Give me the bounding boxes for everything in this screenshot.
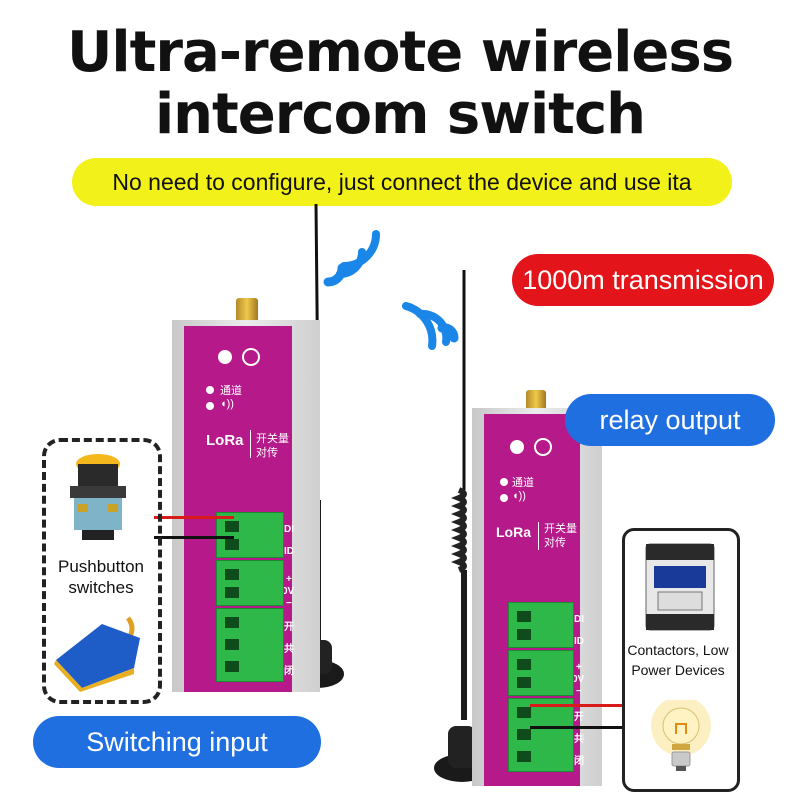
function-line1: 开关量 [544,523,577,535]
terminal-label-0v: 0V [282,586,295,597]
power-icon [242,348,260,366]
right-terminal-block-1[interactable] [508,602,574,648]
wireless-signal-icon-left [402,302,459,350]
terminal-label-plus: + [286,574,292,585]
wireless-signal-icon-right [323,230,380,287]
power-led [510,440,524,454]
terminal-label-id: ID [284,546,294,557]
left-terminal-block-2[interactable] [216,560,284,606]
power-led [218,350,232,364]
left-sma-connector [236,298,258,324]
left-terminal-block-1[interactable] [216,512,284,558]
right-terminal-block-3[interactable] [508,698,574,772]
channel-led [206,386,214,394]
terminal-label-common: 共 [284,644,294,655]
terminal-label-open: 开 [284,622,294,633]
range-badge: 1000m transmission [512,254,774,306]
terminal-label-close: 闭 [284,666,294,677]
light-bulb-icon [651,700,711,771]
output-wire-black [530,726,626,729]
terminal-label-open: 开 [574,712,584,723]
signal-icon: ◖)) [512,490,526,502]
terminal-label-minus: − [286,598,292,609]
channel-label: 通道 [512,477,534,489]
function-line2: 对传 [544,537,566,549]
terminal-label-di: DI [574,614,584,625]
page-title: Ultra-remote wireless intercom switch [0,22,800,146]
input-devices-box [42,438,162,704]
float-switch-icon [54,616,140,692]
power-icon [534,438,552,456]
channel-led [500,478,508,486]
signal-led [206,402,214,410]
lora-logo: LoRa [206,432,244,449]
terminal-label-close: 闭 [574,756,584,767]
input-wire-red [154,516,234,519]
config-banner: No need to configure, just connect the d… [72,158,732,206]
function-line2: 对传 [256,447,278,459]
terminal-label-minus: − [576,686,582,697]
signal-icon: ◖)) [220,398,234,410]
channel-label: 通道 [220,385,242,397]
pushbutton-switch-icon [70,454,126,540]
signal-led [500,494,508,502]
terminal-label-id: ID [574,636,584,647]
function-line1: 开关量 [256,433,289,445]
terminal-label-common: 共 [574,734,584,745]
left-terminal-block-3[interactable] [216,608,284,682]
output-devices-label: Contactors, Low Power Devices [627,642,729,678]
input-devices-label: Pushbutton switches [57,557,144,597]
logo-divider [250,430,251,458]
title-line-2: intercom switch [154,82,646,147]
contactor-icon [645,543,715,631]
relay-output-badge: relay output [565,394,775,446]
right-terminal-block-2[interactable] [508,650,574,696]
output-wire-red [530,704,626,707]
terminal-label-di: DI [284,524,294,535]
terminal-label-0v: 0V [572,674,585,685]
switching-input-badge: Switching input [33,716,321,768]
lora-logo: LoRa [496,524,531,540]
title-line-1: Ultra-remote wireless [66,20,734,85]
logo-divider [538,522,539,550]
input-wire-black [154,536,234,539]
terminal-label-plus: + [576,662,582,673]
